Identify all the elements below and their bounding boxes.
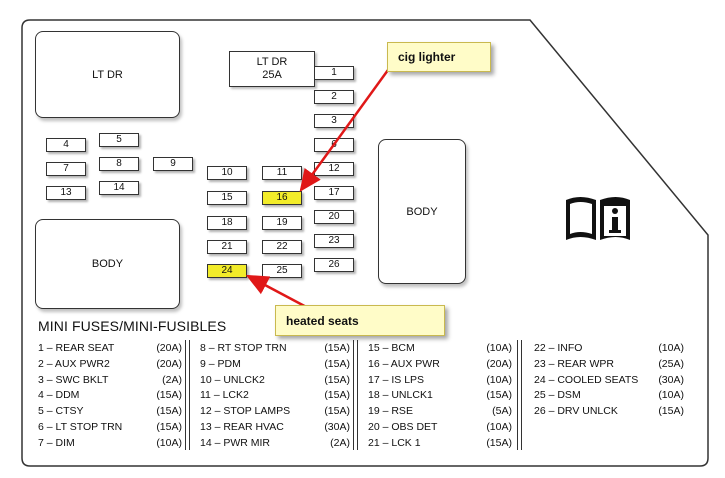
legend-row: 14 – PWR MIR(2A): [200, 436, 350, 449]
legend-divider: [517, 340, 522, 450]
heated-seats-callout-text: heated seats: [286, 313, 359, 328]
legend-row: 16 – AUX PWR(20A): [368, 357, 512, 370]
fuse-25: 25: [262, 264, 302, 278]
legend-column-4: 22 – INFO(10A) 23 – REAR WPR(25A) 24 – C…: [534, 341, 684, 420]
fuse-13: 13: [46, 186, 86, 200]
owner-manual-icon: [566, 197, 630, 240]
legend-row: 8 – RT STOP TRN(15A): [200, 342, 350, 354]
legend-row: 21 – LCK 1(15A): [368, 436, 512, 449]
legend-row: 7 – DIM(10A): [38, 436, 182, 449]
fuse-1: 1: [314, 66, 354, 80]
legend-row: 11 – LCK2(15A): [200, 389, 350, 402]
fuse-26: 26: [314, 258, 354, 272]
lt-dr-breaker-label: LT DR 25A: [256, 56, 288, 81]
fuse-10: 10: [207, 166, 247, 180]
relay-body-left-label: BODY: [91, 258, 124, 270]
relay-lt-dr-label: LT DR: [92, 68, 123, 81]
legend-row: 24 – COOLED SEATS(30A): [534, 373, 684, 386]
fuse-2: 2: [314, 90, 354, 104]
fuse-17: 17: [314, 186, 354, 200]
legend-row: 25 – DSM(10A): [534, 389, 684, 402]
fuse-5: 5: [99, 133, 139, 147]
legend-row: 3 – SWC BKLT(2A): [38, 373, 182, 386]
relay-body-left: BODY: [35, 219, 180, 309]
cig-lighter-arrow: [299, 69, 390, 193]
fuse-19: 19: [262, 216, 302, 230]
fuse-4: 4: [46, 138, 86, 152]
fuse-16-highlighted: 16: [262, 191, 302, 205]
relay-body-right-label: BODY: [406, 205, 438, 218]
fuse-23: 23: [314, 234, 354, 248]
fuse-21: 21: [207, 240, 247, 254]
lt-dr-circuit-breaker: LT DR 25A: [229, 51, 315, 87]
cig-lighter-callout: cig lighter: [387, 42, 491, 72]
fuse-24-highlighted: 24: [207, 264, 247, 278]
legend-row: 26 – DRV UNLCK(15A): [534, 405, 684, 418]
fuse-22: 22: [262, 240, 302, 254]
legend-column-2: 8 – RT STOP TRN(15A) 9 – PDM(15A) 10 – U…: [200, 341, 350, 452]
legend-divider: [353, 340, 358, 450]
legend-row: 19 – RSE(5A): [368, 405, 512, 418]
legend-row: 2 – AUX PWR2(20A): [38, 357, 182, 370]
legend-row: 23 – REAR WPR(25A): [534, 357, 684, 370]
legend-row: 22 – INFO(10A): [534, 342, 684, 354]
fuse-9: 9: [153, 157, 193, 171]
fuse-8: 8: [99, 157, 139, 171]
heated-seats-arrow: [245, 274, 313, 312]
fuse-20: 20: [314, 210, 354, 224]
legend-row: 12 – STOP LAMPS(15A): [200, 405, 350, 418]
cig-lighter-callout-text: cig lighter: [398, 50, 456, 64]
fuse-18: 18: [207, 216, 247, 230]
legend-row: 10 – UNLCK2(15A): [200, 373, 350, 386]
relay-body-right: BODY: [378, 139, 466, 284]
fuse-7: 7: [46, 162, 86, 176]
legend-title: MINI FUSES/MINI-FUSIBLES: [38, 318, 227, 334]
heated-seats-callout: heated seats: [275, 305, 445, 336]
fuse-14: 14: [99, 181, 139, 195]
legend-column-1: 1 – REAR SEAT(20A) 2 – AUX PWR2(20A) 3 –…: [38, 341, 182, 452]
legend-row: 15 – BCM(10A): [368, 342, 512, 354]
legend-column-3: 15 – BCM(10A) 16 – AUX PWR(20A) 17 – IS …: [368, 341, 512, 452]
relay-lt-dr: LT DR: [35, 31, 180, 118]
legend-divider: [185, 340, 190, 450]
legend-row: 4 – DDM(15A): [38, 389, 182, 402]
legend-row: 1 – REAR SEAT(20A): [38, 342, 182, 354]
legend-row: 20 – OBS DET(10A): [368, 420, 512, 433]
legend-row: 17 – IS LPS(10A): [368, 373, 512, 386]
fuse-3: 3: [314, 114, 354, 128]
legend-row: 9 – PDM(15A): [200, 357, 350, 370]
fuse-15: 15: [207, 191, 247, 205]
legend-row: 6 – LT STOP TRN(15A): [38, 420, 182, 433]
legend-row: 18 – UNLCK1(15A): [368, 389, 512, 402]
legend-row: 5 – CTSY(15A): [38, 405, 182, 418]
legend-row: 13 – REAR HVAC(30A): [200, 420, 350, 433]
